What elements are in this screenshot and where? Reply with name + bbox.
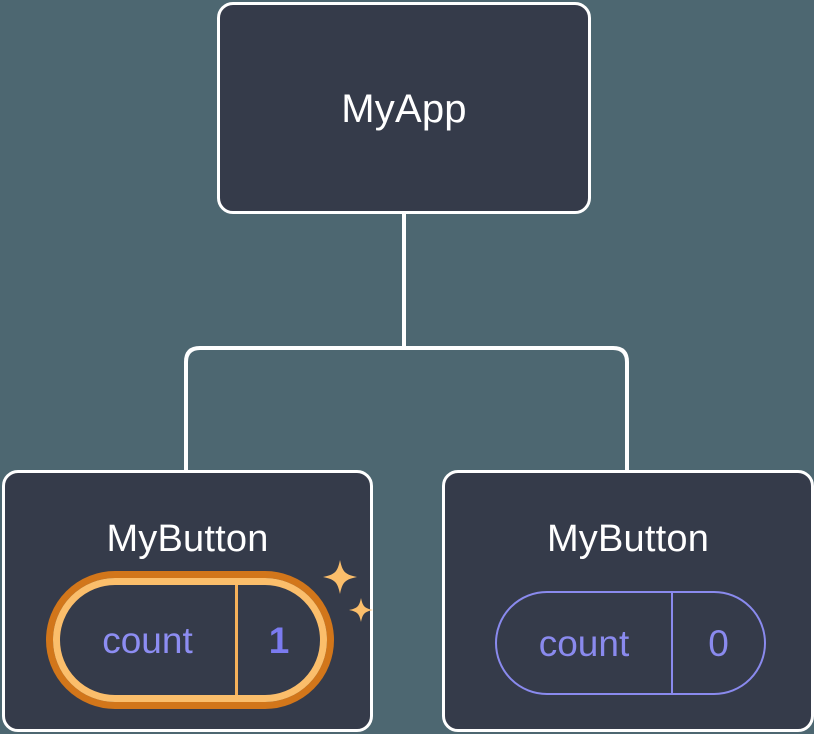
state-key-label-left: count [60,585,238,695]
state-value-label-left: 1 [268,619,290,661]
component-card-mybutton-right[interactable]: MyButton count 0 [442,470,814,732]
state-pill-highlighted[interactable]: count 1 [46,571,334,709]
state-pill-inner-ring: count 1 [53,578,327,702]
state-pill-plain[interactable]: count 0 [495,591,766,695]
component-card-mybutton-left[interactable]: MyButton count 1 [2,470,373,732]
state-key-label-right: count [497,593,673,693]
component-label-mybutton-right: MyButton [546,518,710,560]
component-card-myapp[interactable]: MyApp [217,2,591,214]
component-label-mybutton-left: MyButton [106,518,269,560]
component-label-myapp: MyApp [341,87,467,131]
state-value-label-right: 0 [708,622,729,664]
